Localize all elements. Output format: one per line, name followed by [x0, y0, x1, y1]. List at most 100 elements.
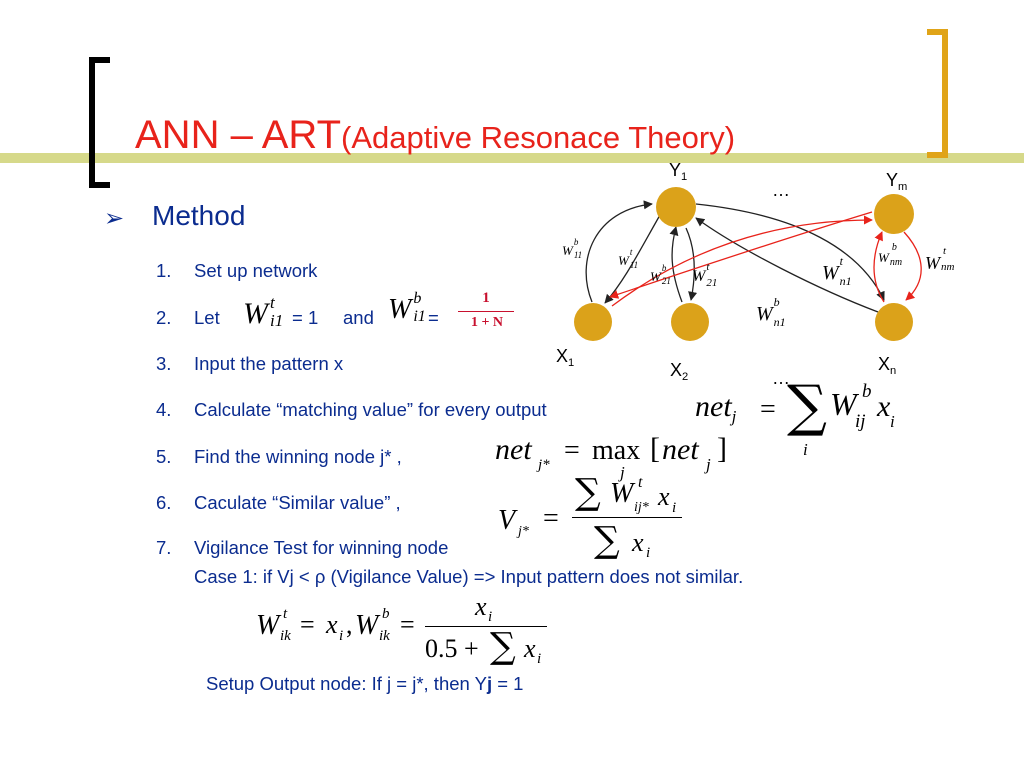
x-symbol: x — [632, 528, 644, 557]
sub-i: i — [488, 609, 493, 625]
link-x1-y1 — [585, 200, 653, 303]
w-symbol: W — [355, 610, 379, 641]
formula-w-b-ij: W — [830, 386, 857, 422]
formula-equals: = — [543, 503, 559, 534]
net-inner: net — [662, 433, 699, 466]
sup-t: t — [638, 474, 643, 491]
formula-wb-i1: W b i1 — [388, 290, 426, 325]
node-y1 — [656, 187, 696, 227]
sub-ik: ik — [379, 628, 390, 644]
sigma-symbol: ∑ — [594, 520, 620, 561]
label-ym: Ym — [886, 170, 908, 193]
sigma-symbol: ∑ — [490, 626, 516, 667]
v-symbol: V — [498, 505, 516, 536]
label-x2: X2 — [670, 360, 689, 383]
link-ym-x1 — [609, 211, 873, 299]
title-parenthetical: (Adaptive Resonace Theory) — [341, 120, 736, 155]
title-main: ANN – ART — [135, 113, 341, 157]
step-text: and — [343, 307, 374, 328]
formula-net-jstar: net — [495, 433, 532, 466]
step-number: 1. — [156, 260, 172, 281]
fraction-bar — [458, 311, 514, 312]
right-bracket-symbol: ] — [717, 432, 727, 465]
step-text: Caculate “Similar value” , — [194, 492, 401, 513]
link-ym-xn — [903, 231, 922, 301]
step-text: Find the winning node j* , — [194, 446, 402, 467]
sigma-symbol: ∑ — [787, 374, 827, 439]
formula-equals: = — [564, 435, 580, 466]
node-ym — [874, 194, 914, 234]
step-number: 2. — [156, 307, 172, 328]
link-y1-x2 — [685, 227, 698, 301]
fraction-bar — [572, 517, 682, 518]
sub-ij: ij — [855, 411, 866, 432]
formula-net-j: netj — [695, 390, 737, 426]
x-symbol: x — [475, 592, 487, 621]
sub-i: i — [646, 545, 651, 561]
sup-b: b — [382, 606, 390, 622]
sub-ik: ik — [280, 628, 291, 644]
comma-symbol: , — [346, 610, 353, 639]
sub-ijstar: ij* — [634, 500, 649, 515]
link-x2-y1 — [669, 226, 683, 303]
step-number: 4. — [156, 399, 172, 420]
sigma-index: i — [803, 440, 808, 459]
w-symbol: W — [256, 610, 280, 641]
link-xn-y1 — [695, 217, 879, 313]
sub-i: i — [890, 412, 895, 431]
slide-title: ANN – ART(Adaptive Resonace Theory) — [135, 113, 735, 158]
step-text: Set up network — [194, 260, 318, 281]
formula-equals: = — [760, 394, 776, 425]
step-number: 3. — [156, 353, 172, 374]
link-xn-ym — [873, 231, 885, 303]
step-text: Input the pattern x — [194, 353, 344, 374]
node-x2 — [671, 303, 709, 341]
method-heading: Method — [152, 200, 246, 231]
max-operator: max — [592, 435, 641, 466]
link-y1-xn — [695, 203, 885, 301]
label-y1: Y1 — [669, 160, 688, 183]
label-x1: X1 — [556, 346, 575, 369]
right-bracket — [927, 29, 948, 158]
x-symbol: x — [524, 634, 536, 663]
max-index: j — [620, 463, 625, 482]
ellipsis-top: … — [772, 180, 790, 200]
step-text: = 1 — [292, 307, 319, 328]
w-symbol: W — [610, 478, 634, 509]
fraction-denominator: 1 + N — [470, 315, 504, 330]
sub-i: i — [672, 500, 677, 516]
sub-jstar: j* — [538, 457, 550, 473]
fraction-numerator: 1 — [482, 290, 490, 306]
formula-wt-i1: W t i1 — [243, 293, 284, 330]
fraction-bar — [425, 626, 547, 627]
case1-text: Case 1: if Vj < ρ (Vigilance Value) => I… — [194, 566, 744, 587]
sub-i: i — [537, 651, 542, 667]
title-band — [0, 153, 1024, 163]
step-text: Let — [194, 307, 220, 328]
step-number: 6. — [156, 492, 172, 513]
left-bracket-symbol: [ — [650, 432, 660, 465]
formula-equals: = — [300, 610, 315, 639]
link-x1-ym — [611, 215, 873, 307]
setup-output-text: Setup Output node: If j = j*, then Yj = … — [206, 673, 524, 694]
arrow-bullet-icon: ➢ — [104, 205, 125, 232]
sup-b: b — [862, 381, 872, 402]
left-bracket — [89, 57, 110, 188]
sigma-symbol: ∑ — [575, 472, 601, 513]
sub-jstar: j* — [518, 524, 529, 539]
node-x1 — [574, 303, 612, 341]
step-text: Calculate “matching value” for every out… — [194, 399, 547, 420]
sub-i: i — [339, 628, 344, 644]
sub-j: j — [706, 455, 711, 474]
half-plus: 0.5 + — [425, 634, 479, 663]
